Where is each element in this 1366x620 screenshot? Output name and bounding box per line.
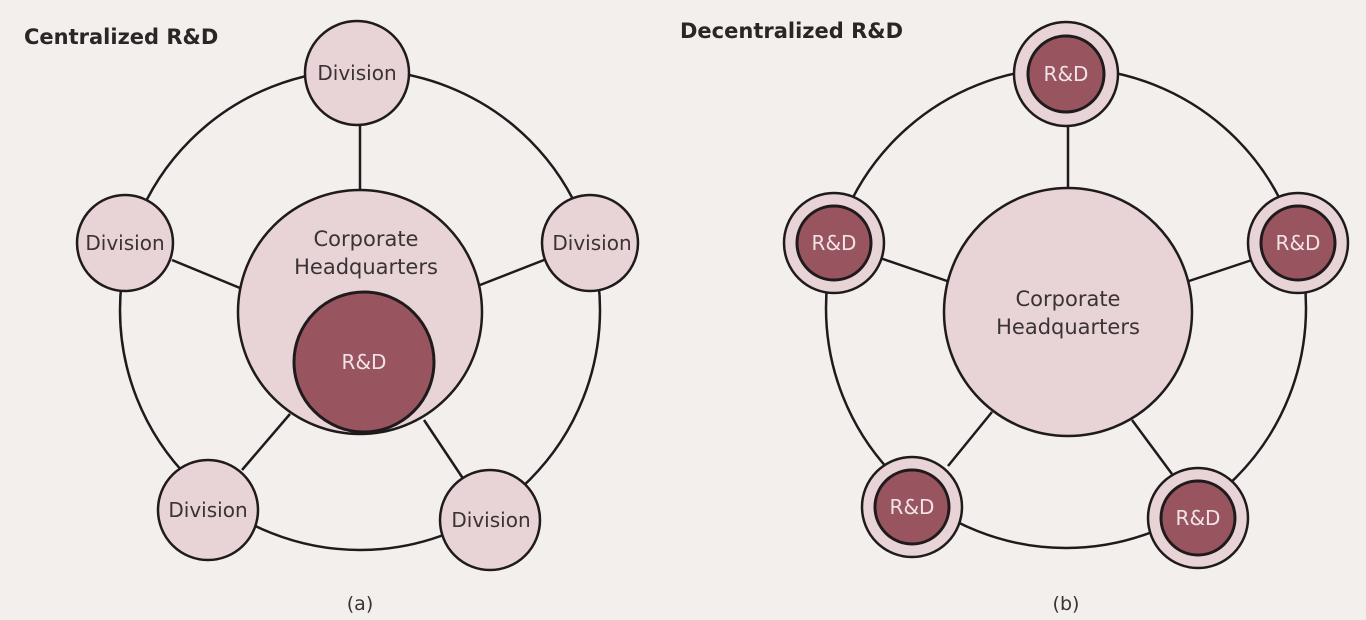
spoke-bottom-left [241, 413, 291, 471]
division-node-right [540, 193, 640, 293]
rd-node-right: R&D [1246, 191, 1350, 295]
centralized-title: Centralized R&D [24, 25, 218, 49]
division-label-top: Division [317, 61, 396, 85]
centralized-diagram: Centralized R&D Corporate Headquarters R… [24, 19, 640, 615]
rd-node-top: R&D [1012, 20, 1120, 128]
spoke-left [171, 258, 241, 290]
hq-label-b-line1: Corporate [1016, 287, 1121, 311]
rd-node-bottom-right: R&D [1146, 466, 1250, 570]
rd-inner-circle-left [795, 204, 873, 282]
rd-label-left: R&D [812, 231, 857, 255]
rd-node-bottom-left: R&D [860, 455, 964, 559]
decentralized-title: Decentralized R&D [680, 19, 903, 43]
division-label-bottom-left: Division [168, 498, 247, 522]
division-node-bottom-right [438, 468, 542, 572]
rd-inner-circle-top [1026, 34, 1106, 114]
decentralized-diagram: Decentralized R&D Corporate Headquarters… [680, 19, 1350, 615]
spoke-bottom-right-b [1130, 419, 1174, 475]
central-rd-circle [292, 290, 436, 434]
caption-b: (b) [1053, 593, 1080, 615]
hq-label-line1: Corporate [314, 227, 419, 251]
rd-label-bottom-right: R&D [1176, 506, 1221, 530]
division-node-left [75, 193, 175, 293]
hq-label-b-line2: Headquarters [996, 315, 1140, 339]
rd-inner-circle-bottom-left [873, 468, 951, 546]
rd-inner-circle-right [1259, 204, 1337, 282]
division-node-top [303, 19, 411, 127]
caption-a: (a) [347, 593, 373, 615]
hq-label-line2: Headquarters [294, 255, 438, 279]
rd-label-right: R&D [1276, 231, 1321, 255]
rd-inner-circle-bottom-right [1159, 479, 1237, 557]
corporate-hq-circle-b [942, 186, 1194, 438]
spoke-right [479, 258, 545, 287]
rd-label-bottom-left: R&D [890, 495, 935, 519]
division-node-bottom-left [156, 458, 260, 562]
spoke-right-b [1185, 258, 1253, 284]
rd-label-top: R&D [1044, 62, 1089, 86]
spoke-bottom-left-b [947, 411, 993, 467]
central-rd-label: R&D [342, 350, 387, 374]
rd-node-left: R&D [782, 191, 886, 295]
division-label-left: Division [85, 231, 164, 255]
division-label-right: Division [552, 231, 631, 255]
spoke-bottom-right [422, 419, 466, 481]
division-label-bottom-right: Division [451, 508, 530, 532]
spoke-left-b [879, 256, 951, 284]
